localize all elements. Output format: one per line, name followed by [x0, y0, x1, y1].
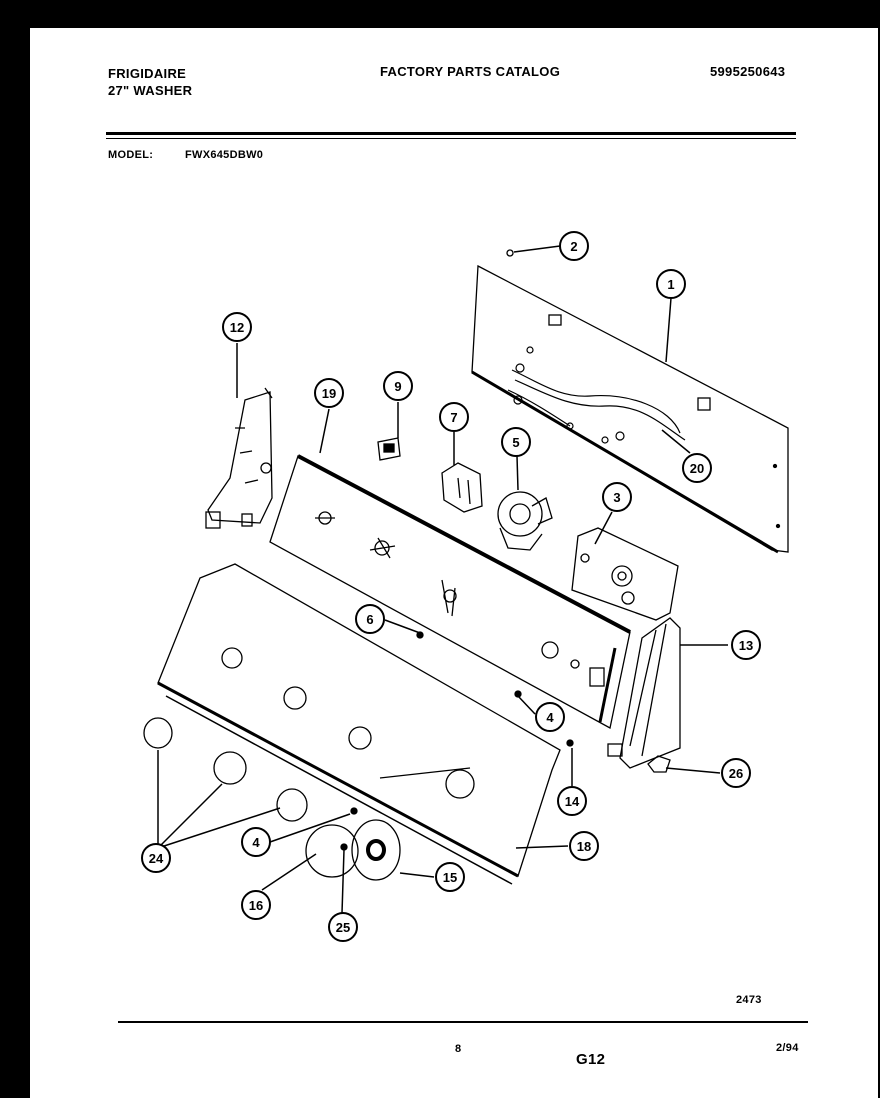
brand-name: FRIGIDAIRE [108, 66, 187, 81]
callout-6: 6 [355, 604, 385, 634]
model-value: FWX645DBW0 [185, 149, 264, 161]
callout-4-upper: 4 [535, 702, 565, 732]
callout-20: 20 [682, 453, 712, 483]
catalog-title: FACTORY PARTS CATALOG [380, 64, 561, 79]
svg-text:2: 2 [570, 239, 577, 254]
callout-4-lower: 4 [241, 827, 271, 857]
svg-text:6: 6 [366, 612, 373, 627]
date-code: 2/94 [776, 1042, 799, 1054]
svg-text:12: 12 [230, 320, 244, 335]
svg-text:24: 24 [149, 851, 164, 866]
page-number: 8 [455, 1043, 462, 1055]
knob-parts [143, 717, 308, 822]
svg-text:14: 14 [565, 794, 580, 809]
switch-part [377, 437, 401, 461]
callout-24: 24 [141, 843, 171, 873]
svg-text:25: 25 [336, 920, 350, 935]
header-rule-thin [106, 138, 796, 139]
header-rule [106, 132, 796, 135]
clip-part [647, 755, 671, 773]
svg-text:5: 5 [512, 435, 519, 450]
control-panel-plate-part [269, 454, 631, 729]
svg-text:19: 19 [322, 386, 336, 401]
end-cap-part [607, 617, 681, 769]
callout-18: 18 [569, 831, 599, 861]
callout-2: 2 [559, 231, 589, 261]
console-front-part [157, 563, 561, 885]
dial-knob-parts [305, 819, 401, 881]
timer-block-part [441, 462, 483, 513]
callout-1: 1 [656, 269, 686, 299]
catalog-number: 5995250643 [710, 64, 786, 79]
bracket-part [205, 387, 273, 529]
callout-15: 15 [435, 862, 465, 892]
exploded-parts-diagram [143, 245, 789, 914]
callout-5: 5 [501, 427, 531, 457]
footer-rule [118, 1021, 808, 1023]
svg-text:13: 13 [739, 638, 753, 653]
callout-13: 13 [731, 630, 761, 660]
callout-layer: 1 2 3 4 4 5 6 7 9 12 13 14 15 16 18 19 2… [141, 231, 761, 942]
callout-25: 25 [328, 912, 358, 942]
svg-text:26: 26 [729, 766, 743, 781]
svg-text:20: 20 [690, 461, 704, 476]
callout-19: 19 [314, 378, 344, 408]
section-code: G12 [576, 1051, 606, 1068]
callout-3: 3 [602, 482, 632, 512]
callout-12: 12 [222, 312, 252, 342]
callout-14: 14 [557, 786, 587, 816]
svg-text:16: 16 [249, 898, 263, 913]
callout-16: 16 [241, 890, 271, 920]
svg-text:18: 18 [577, 839, 591, 854]
svg-text:4: 4 [252, 835, 260, 850]
rear-panel-part [471, 264, 789, 554]
svg-text:15: 15 [443, 870, 457, 885]
callout-9: 9 [383, 371, 413, 401]
callout-26: 26 [721, 758, 751, 788]
selector-switch-part [497, 491, 553, 551]
wire-harness-part [507, 346, 686, 444]
callout-7: 7 [439, 402, 469, 432]
drawing-number: 2473 [736, 994, 762, 1006]
svg-text:7: 7 [450, 410, 457, 425]
svg-text:3: 3 [613, 490, 620, 505]
svg-text:4: 4 [546, 710, 554, 725]
catalog-page: FRIGIDAIRE 27" WASHER FACTORY PARTS CATA… [30, 28, 878, 1098]
model-label: MODEL: [108, 149, 154, 161]
svg-text:1: 1 [667, 277, 674, 292]
svg-text:9: 9 [394, 379, 401, 394]
product-name: 27" WASHER [108, 83, 193, 98]
timer-module-part [571, 527, 679, 621]
